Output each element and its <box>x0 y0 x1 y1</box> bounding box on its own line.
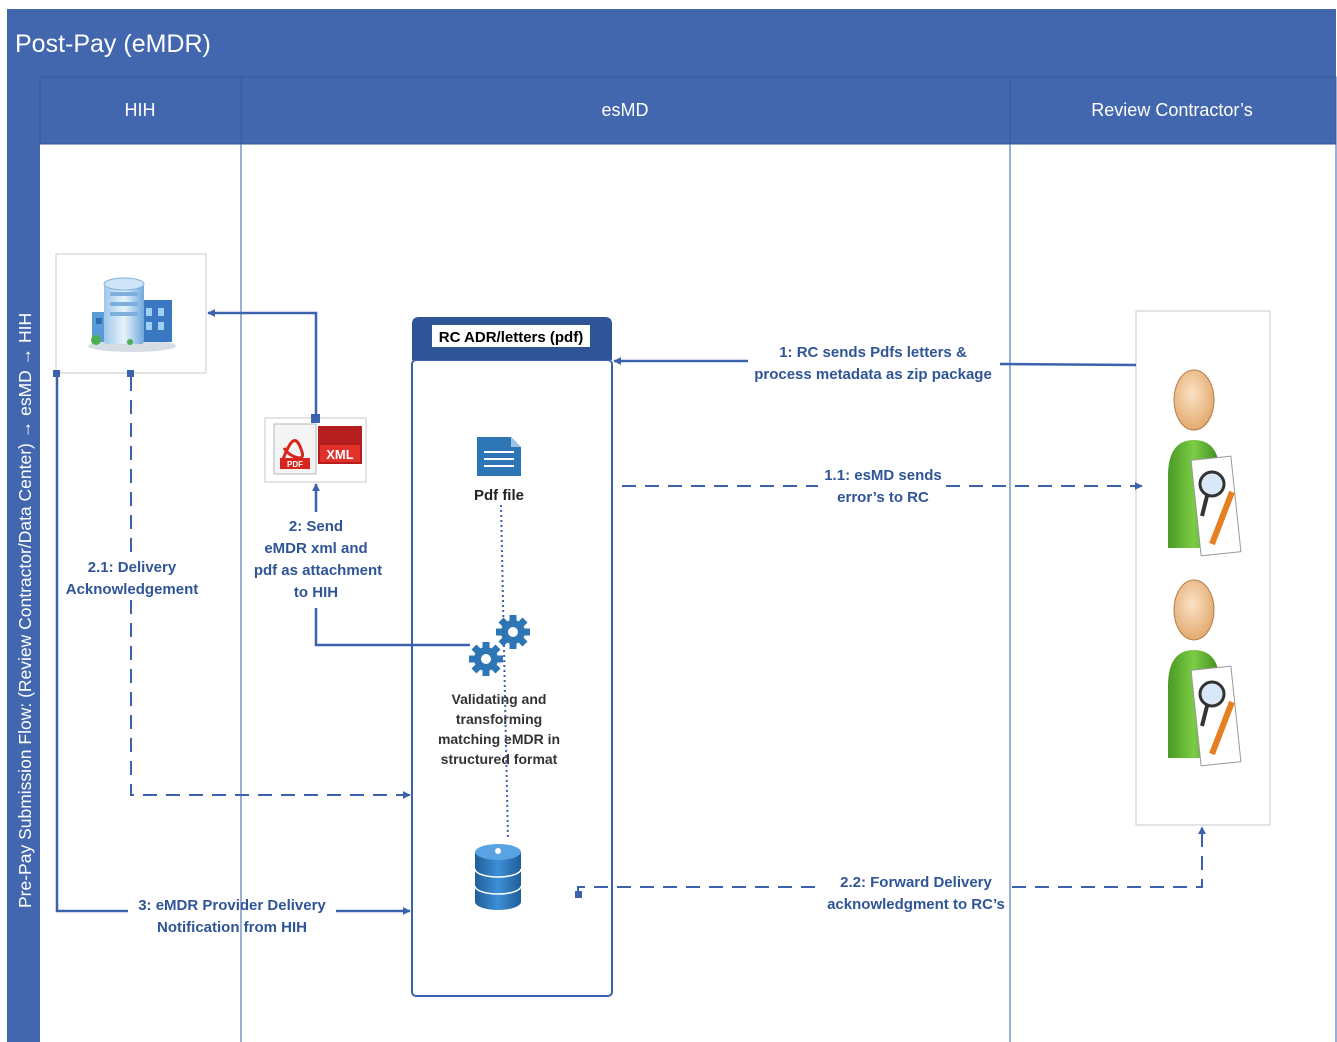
lane-title-rc: Review Contractor’s <box>1091 100 1252 120</box>
svg-text:structured format: structured format <box>441 751 558 767</box>
flow-2-2-arrow <box>575 826 1206 898</box>
svg-text:acknowledgment to RC’s: acknowledgment to RC’s <box>827 896 1005 913</box>
flow-3-arrow <box>53 370 411 915</box>
side-flow-label: Pre-Pay Submission Flow: (Review Contrac… <box>15 313 35 908</box>
title-bar <box>7 9 1336 77</box>
flow-2-arrow <box>207 309 470 647</box>
document-icon <box>477 437 521 476</box>
side-band <box>7 77 40 1042</box>
reviewer-icon <box>1135 310 1271 826</box>
flow-1-1-label: 1.1: esMD sends error’s to RC <box>824 467 942 506</box>
process-label: Validating and transforming matching eMD… <box>438 691 560 767</box>
flow-1-arrow <box>613 357 1137 367</box>
lane-title-hih: HIH <box>125 100 156 120</box>
svg-text:Notification from HIH: Notification from HIH <box>157 919 307 936</box>
svg-text:3: eMDR Provider Delivery: 3: eMDR Provider Delivery <box>138 897 326 914</box>
flow-2-1-arrow <box>127 370 411 799</box>
svg-text:process metadata as zip packag: process metadata as zip package <box>754 366 992 383</box>
svg-text:2: Send: 2: Send <box>289 518 343 535</box>
gears-icon <box>469 615 530 676</box>
svg-text:eMDR xml and: eMDR xml and <box>264 540 367 557</box>
svg-text:pdf as attachment: pdf as attachment <box>254 562 382 579</box>
page-title: Post-Pay (eMDR) <box>15 30 211 58</box>
svg-text:PDF: PDF <box>287 460 303 469</box>
flow-1-label: 1: RC sends Pdfs letters & process metad… <box>754 344 992 383</box>
svg-text:error’s to RC: error’s to RC <box>837 489 929 506</box>
svg-text:1.1: esMD sends: 1.1: esMD sends <box>824 467 942 484</box>
database-icon <box>474 844 522 910</box>
lane-header-rc <box>1009 76 1337 145</box>
svg-text:1: RC sends Pdfs letters &: 1: RC sends Pdfs letters & <box>779 344 967 361</box>
flow-3-label: 3: eMDR Provider Delivery Notification f… <box>138 897 326 936</box>
flow-2-1-label: 2.1: Delivery Acknowledgement <box>66 559 199 598</box>
lane-title-esmd: esMD <box>601 100 648 120</box>
svg-text:matching eMDR in: matching eMDR in <box>438 731 560 747</box>
container-title: RC ADR/letters (pdf) <box>439 329 583 346</box>
rc-adr-container: RC ADR/letters (pdf) <box>411 317 613 997</box>
lane-header-hih <box>39 76 242 145</box>
pdf-xml-icon: PDF XML <box>264 417 367 483</box>
dotted-connector <box>500 504 509 841</box>
flow-2-label: 2: Send eMDR xml and pdf as attachment t… <box>254 518 382 601</box>
flow-2-2-label: 2.2: Forward Delivery acknowledgment to … <box>827 874 1005 913</box>
svg-text:2.2: Forward Delivery: 2.2: Forward Delivery <box>840 874 992 891</box>
svg-text:Validating and: Validating and <box>452 691 547 707</box>
building-icon <box>55 253 207 374</box>
svg-text:to HIH: to HIH <box>294 584 338 601</box>
svg-text:2.1: Delivery: 2.1: Delivery <box>88 559 177 576</box>
svg-text:transforming: transforming <box>456 711 542 727</box>
svg-text:Acknowledgement: Acknowledgement <box>66 581 199 598</box>
pdf-file-label: Pdf file <box>474 487 524 504</box>
svg-text:XML: XML <box>326 447 354 462</box>
